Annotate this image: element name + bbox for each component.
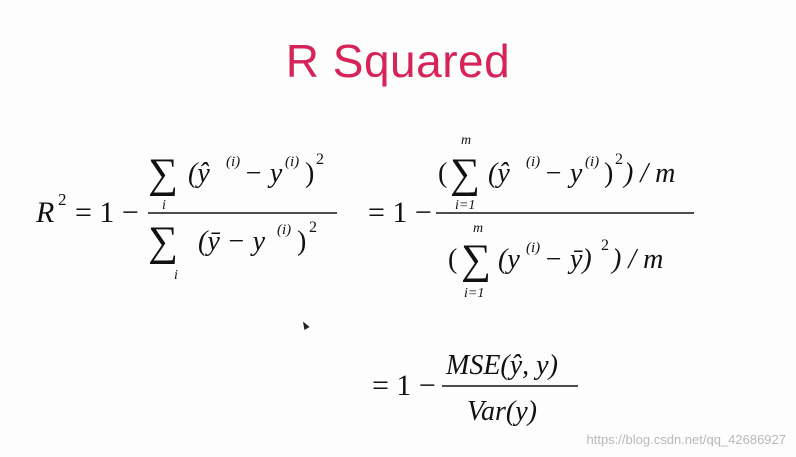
num-1-open: (ŷ	[188, 158, 210, 189]
sigma-den-1-index: i	[174, 268, 178, 283]
num-2-inner: (ŷ	[488, 158, 510, 189]
den-2-over-m: ) / m	[610, 244, 663, 275]
sigma-num-2-lower: i=1	[455, 198, 475, 213]
den-1-sup: (i)	[277, 222, 291, 238]
num-1-mid: − y	[244, 158, 283, 189]
den-2-inner: (y	[498, 244, 520, 275]
sigma-num-1-index: i	[162, 198, 166, 213]
sigma-den-2-lower: i=1	[464, 286, 484, 301]
den-2-sup: (i)	[526, 240, 540, 256]
sigma-num-2-upper: m	[461, 133, 471, 148]
sigma-num-1: ∑	[148, 151, 178, 197]
sigma-den-1: ∑	[148, 219, 178, 265]
mse-numerator: MSE(ŷ, y)	[445, 350, 558, 381]
watermark: https://blog.csdn.net/qq_42686927	[586, 432, 787, 447]
den-2-mid: − ȳ)	[544, 244, 592, 275]
num-1-sup-a: (i)	[226, 154, 240, 170]
num-2-outer-open: (	[438, 158, 447, 189]
den-1-open: (ȳ − y	[198, 226, 266, 257]
num-1-close: )	[305, 158, 314, 189]
num-2-square: 2	[615, 151, 623, 168]
num-2-over-m: ) / m	[622, 158, 675, 189]
num-2-sup-b: (i)	[585, 154, 599, 170]
num-2-sup-a: (i)	[526, 154, 540, 170]
den-1-close: )	[297, 226, 306, 257]
den-2-outer-open: (	[448, 244, 457, 275]
den-2-square: 2	[601, 237, 609, 254]
equals-one-minus-2: = 1 −	[368, 196, 432, 229]
sigma-num-2: ∑	[450, 151, 480, 197]
r2-symbol: R	[35, 196, 54, 229]
num-2-inner-close: )	[604, 158, 613, 189]
equals-one-minus-3: = 1 −	[372, 369, 436, 402]
num-1-sup-b: (i)	[285, 154, 299, 170]
num-1-square: 2	[316, 151, 324, 168]
slide-title: R Squared	[285, 35, 511, 87]
den-1-square: 2	[309, 219, 317, 236]
sigma-den-2-upper: m	[473, 221, 483, 236]
var-denominator: Var(y)	[467, 396, 537, 427]
num-2-mid: − y	[544, 158, 583, 189]
equals-one-minus-1: = 1 −	[75, 196, 139, 229]
sigma-den-2: ∑	[461, 237, 491, 283]
r2-exponent: 2	[58, 190, 67, 209]
